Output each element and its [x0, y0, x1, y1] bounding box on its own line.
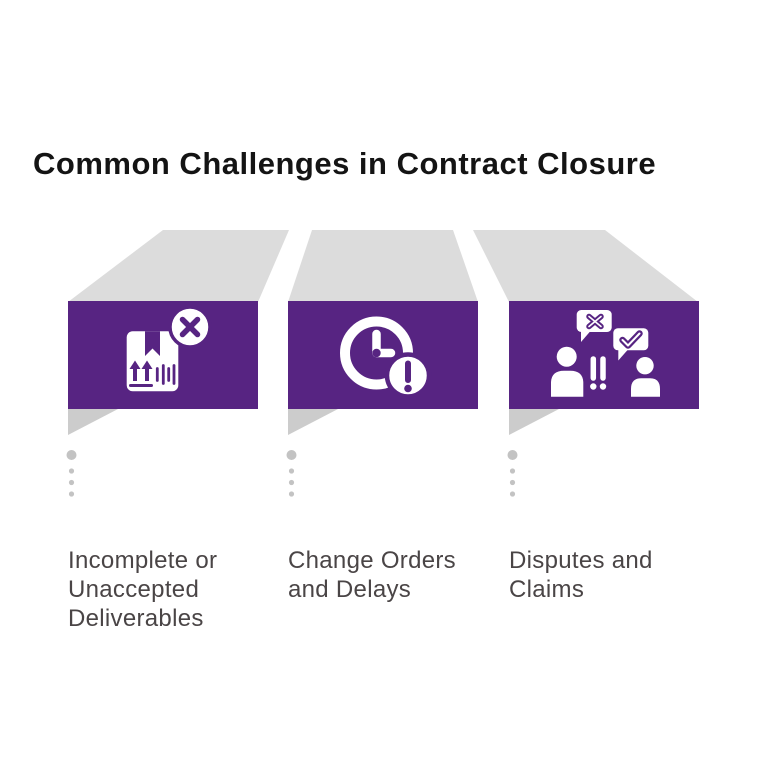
barcode-icon [155, 364, 176, 385]
panel-disputes-claims [509, 301, 699, 409]
person-right-icon [631, 357, 660, 397]
dots-left [66, 450, 77, 497]
label-disputes-claims: Disputes and Claims [509, 547, 653, 603]
alert-exclamation-badge-icon [384, 352, 432, 399]
people-dispute-icon [551, 310, 660, 397]
label-incomplete-deliverables: Incomplete or Unaccepted Deliverables [68, 547, 218, 632]
person-left-icon [551, 346, 584, 397]
package-rejected-icon [126, 305, 212, 392]
dotted-connectors [66, 450, 518, 497]
speech-bubble-x-icon [576, 310, 612, 342]
speech-bubble-check-icon [613, 328, 649, 361]
roof-right [473, 230, 698, 302]
page-title: Common Challenges in Contract Closure [33, 145, 657, 181]
label-change-orders: Change Orders and Delays [288, 547, 456, 603]
this-side-up-arrows-icon [129, 360, 153, 387]
roof-middle [288, 230, 478, 302]
fold-middle [288, 409, 338, 435]
panel-incomplete-deliverables [68, 301, 258, 409]
panel-change-orders [288, 301, 478, 409]
fold-shadows [68, 409, 559, 435]
package-icon [126, 331, 179, 392]
double-exclamation-icon [590, 356, 607, 390]
fold-right [509, 409, 559, 435]
dots-right [507, 450, 518, 497]
roof-left [68, 230, 289, 302]
package-ribbon [145, 331, 160, 356]
clock-delay-alert-icon [340, 316, 432, 399]
roof-shapes [68, 230, 698, 302]
rejected-x-badge-icon [168, 305, 212, 349]
dots-middle [286, 450, 297, 497]
fold-left [68, 409, 118, 435]
